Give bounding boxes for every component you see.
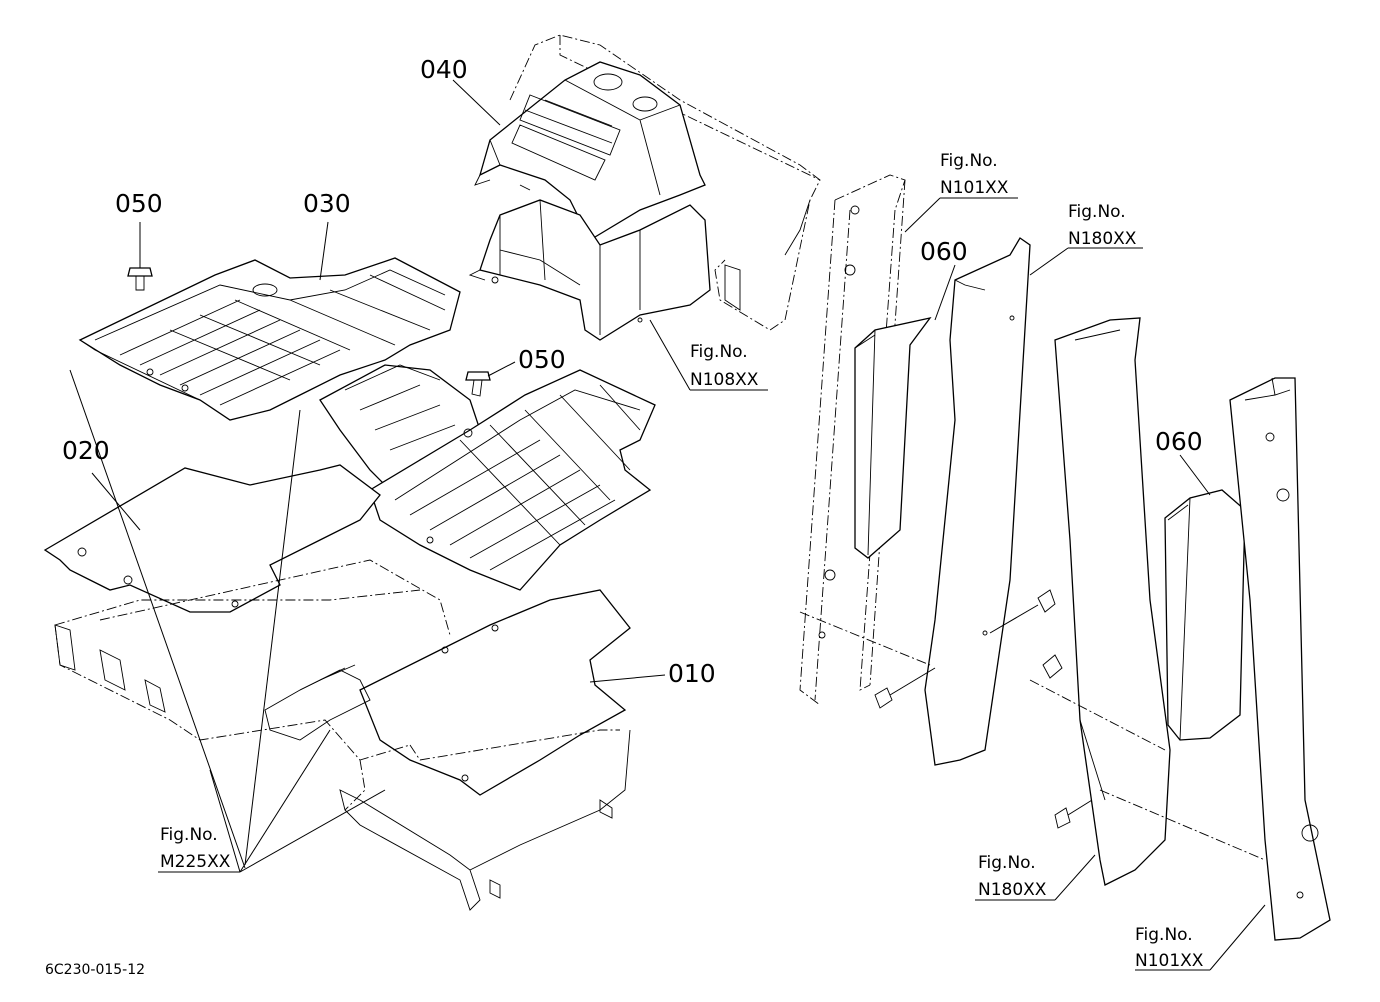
fig-ref-n108-code: N108XX [690, 370, 759, 390]
fig-ref-n101-bottom-code: N101XX [1135, 951, 1204, 971]
part-020-sheet [43, 464, 381, 613]
part-label-050-left: 050 [115, 189, 163, 218]
part-050-clip-a [127, 222, 153, 291]
fig-ref-m225-code: M225XX [160, 852, 231, 872]
fig-ref-n101-top-label: Fig.No. [940, 151, 998, 171]
part-label-060-right: 060 [1155, 427, 1203, 456]
fig-ref-m225-label: Fig.No. [160, 825, 218, 845]
fig-ref-n180-bottom-label: Fig.No. [978, 853, 1036, 873]
part-label-030: 030 [303, 189, 351, 218]
part-label-050-right: 050 [518, 345, 566, 374]
part-label-010: 010 [668, 659, 716, 688]
right-panels [799, 174, 1331, 941]
part-030-floor-mat [78, 257, 481, 491]
fig-ref-n108-label: Fig.No. [690, 342, 748, 362]
part-010-sheet [359, 589, 631, 796]
leader-lines [69, 79, 1266, 971]
fig-ref-n101-bottom-label: Fig.No. [1135, 925, 1193, 945]
fig-ref-n180-bottom-code: N180XX [978, 880, 1047, 900]
fig-ref-n180-top-label: Fig.No. [1068, 202, 1126, 222]
part-040-cover [468, 34, 821, 341]
part-030-floor-mat-right [369, 369, 656, 591]
drawing-number: 6C230-015-12 [45, 962, 145, 978]
fig-ref-n180-top-code: N180XX [1068, 229, 1137, 249]
part-label-040: 040 [420, 55, 468, 84]
fig-ref-n101-top-code: N101XX [940, 178, 1009, 198]
part-label-060-left: 060 [920, 237, 968, 266]
part-050-clip-b [465, 361, 516, 397]
part-label-020: 020 [62, 436, 110, 465]
